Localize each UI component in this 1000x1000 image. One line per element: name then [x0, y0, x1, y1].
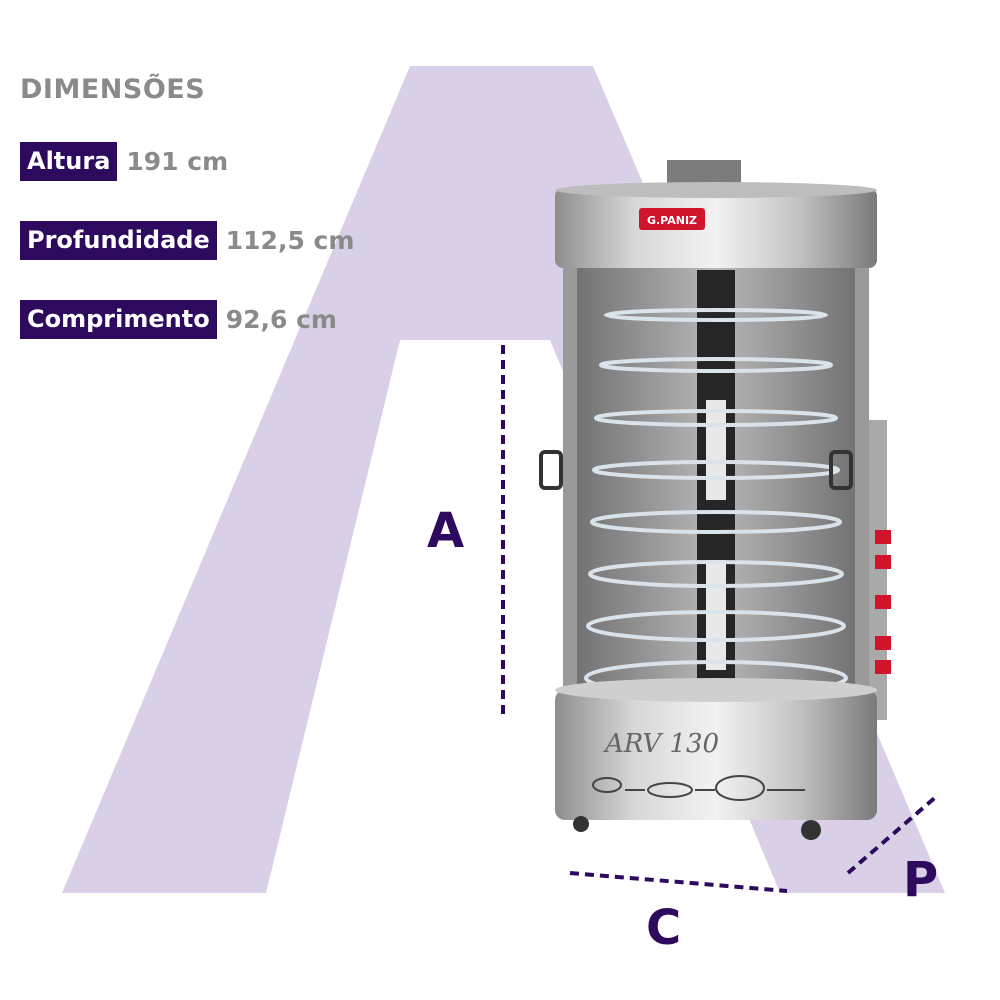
model-label: ARV 130 [603, 729, 719, 759]
length-marker: C [646, 900, 682, 956]
depth-marker: P [903, 852, 939, 908]
depth-dimension-line [846, 793, 940, 875]
spec-row-height: Altura 191 cm [20, 142, 228, 181]
height-marker: A [427, 503, 465, 559]
spec-label-depth: Profundidade [20, 221, 217, 260]
spec-label-height: Altura [20, 142, 118, 181]
rotisserie-machine-image: G.PANIZ ARV 130 [539, 160, 891, 840]
dimensions-heading: DIMENSÕES [20, 74, 206, 105]
spec-value-length: 92,6 cm [225, 305, 337, 334]
spec-row-depth: Profundidade 112,5 cm [20, 221, 354, 260]
brand-logo: G.PANIZ [647, 214, 697, 227]
spec-label-length: Comprimento [20, 300, 217, 339]
length-dimension-line [569, 871, 788, 893]
spec-value-height: 191 cm [126, 147, 229, 176]
spec-value-depth: 112,5 cm [225, 226, 355, 255]
spec-row-length: Comprimento 92,6 cm [20, 300, 337, 339]
